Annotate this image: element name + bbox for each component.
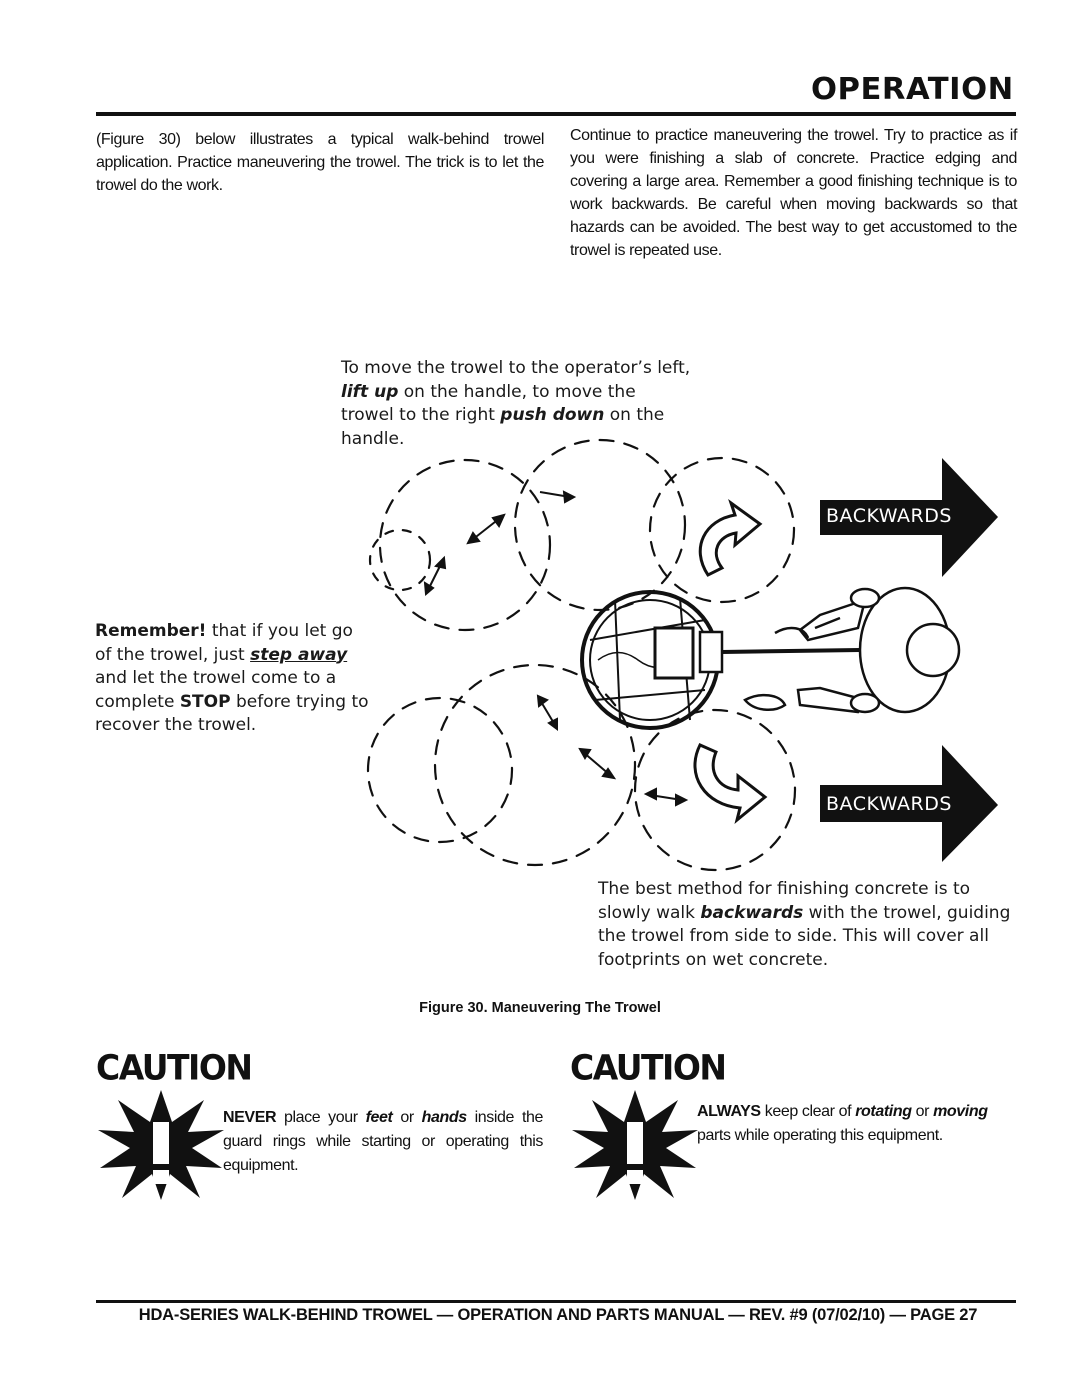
caution-1-feet: feet: [365, 1109, 393, 1126]
header-divider: [96, 112, 1016, 116]
caution-heading-2: CAUTION: [570, 1047, 727, 1088]
callout-stop: STOP: [179, 691, 231, 712]
path-circle-4: [366, 696, 514, 844]
callout-steering-text-2: on the handle, to move the trowel to the…: [341, 381, 636, 426]
caution-1-lead: NEVER: [223, 1109, 277, 1126]
callout-remember-label: Remember!: [95, 621, 207, 641]
caution-1-text-a: place your: [276, 1109, 366, 1126]
footer-divider: [96, 1300, 1016, 1303]
callout-remember-text-2: and let the trowel come to a complete: [95, 668, 337, 712]
backwards-label-bottom: BACKWARDS: [826, 793, 952, 815]
path-circle-7: [368, 528, 432, 592]
caution-1-hands: hands: [421, 1109, 468, 1126]
caution-2-lead: ALWAYS: [697, 1103, 761, 1120]
path-circle-1: [378, 458, 552, 632]
caution-1-text-b: or: [392, 1109, 422, 1126]
callout-push-down: push down: [500, 405, 605, 425]
warning-burst-icon: [98, 1090, 224, 1200]
section-title: OPERATION: [811, 72, 1014, 107]
backwards-arrow-bottom: [820, 745, 998, 862]
intro-left-paragraph: (Figure 30) below illustrates a typical …: [96, 131, 544, 194]
caution-1-text-c: inside the guard rings while starting or…: [223, 1109, 543, 1174]
caution-2-text-b: or: [911, 1103, 934, 1120]
callout-remember-text-3: before trying to recover the trowel.: [95, 691, 369, 736]
figure-caption: Figure 30. Maneuvering The Trowel: [419, 1000, 661, 1016]
backwards-label-top: BACKWARDS: [826, 505, 952, 527]
backwards-arrow-top: [820, 458, 998, 577]
callout-best-method-text-2: with the trowel, guiding the trowel from…: [598, 902, 1011, 970]
caution-heading-1: CAUTION: [96, 1047, 253, 1088]
caution-text-2: ALWAYS keep clear of rotating or moving …: [697, 1100, 1019, 1148]
caution-2-text-c: parts while operating this equipment.: [697, 1127, 943, 1144]
callout-remember-text-1: that if you let go of the trowel, just: [95, 621, 353, 665]
caution-2-rotating: rotating: [855, 1103, 912, 1120]
callout-best-method: The best method for finishing concrete i…: [598, 878, 1028, 972]
path-circle-5: [433, 663, 637, 867]
callout-remember: Remember! that if you let go of the trow…: [95, 620, 370, 738]
callout-best-method-text-1: The best method for finishing concrete i…: [598, 879, 971, 923]
path-circle-6: [633, 708, 797, 872]
page-footer: HDA-SERIES WALK-BEHIND TROWEL — OPERATIO…: [138, 1306, 978, 1324]
callout-backwards: backwards: [700, 902, 804, 923]
callout-lift-up: lift up: [341, 381, 399, 402]
caution-2-text-a: keep clear of: [760, 1103, 856, 1120]
intro-right-paragraph: Continue to practice maneuvering the tro…: [570, 127, 1017, 259]
callout-steering-text-1: To move the trowel to the operator’s lef…: [341, 358, 691, 378]
caution-2-moving: moving: [933, 1103, 988, 1120]
caution-text-1: NEVER place your feet or hands inside th…: [223, 1106, 543, 1178]
warning-burst-icon: [572, 1090, 698, 1200]
callout-step-away: step away: [250, 644, 348, 665]
path-circle-3: [648, 456, 796, 604]
path-circle-2: [513, 438, 687, 612]
callout-steering-text-3: on the handle.: [341, 405, 665, 449]
callout-steering: To move the trowel to the operator’s lef…: [341, 357, 691, 451]
